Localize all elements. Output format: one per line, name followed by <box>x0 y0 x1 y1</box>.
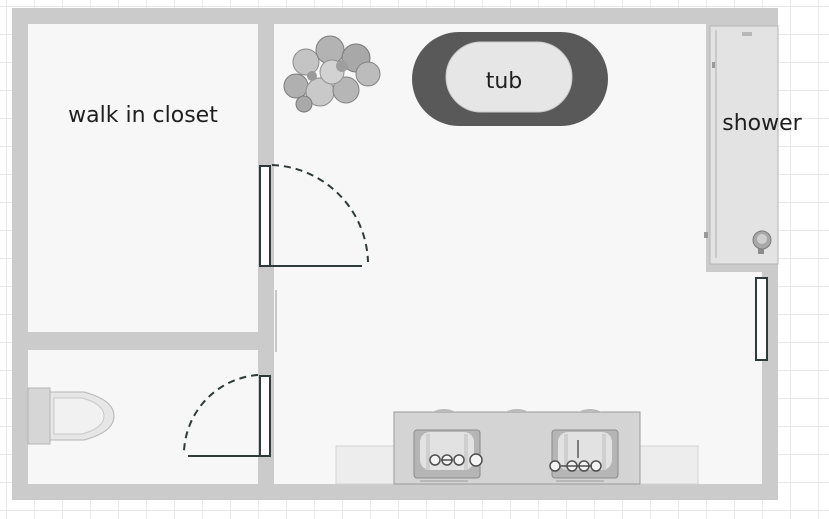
tub-label: tub <box>486 69 523 94</box>
double-vanity <box>335 409 699 485</box>
shower-side-door <box>755 277 768 361</box>
closet-floor <box>28 24 258 332</box>
sink-right-icon <box>549 429 619 479</box>
closet-label: walk in closet <box>68 103 218 128</box>
bathtub: tub <box>412 32 608 126</box>
closet-bath-wall-mid <box>258 266 274 376</box>
closet-bath-wall-top <box>258 8 274 166</box>
toilet-room-door <box>183 374 271 457</box>
shower-label: shower <box>722 111 802 136</box>
shower-head-icon <box>752 230 772 254</box>
sink-left-icon <box>413 429 483 479</box>
toilet-icon <box>27 387 115 445</box>
bathroom-floor <box>274 24 762 484</box>
closet-toilet-wall <box>12 332 274 350</box>
closet-door <box>259 164 369 267</box>
shower-stall: shower <box>704 22 803 272</box>
closet-bath-wall-bottom <box>258 456 274 500</box>
plant-icon <box>283 35 381 113</box>
